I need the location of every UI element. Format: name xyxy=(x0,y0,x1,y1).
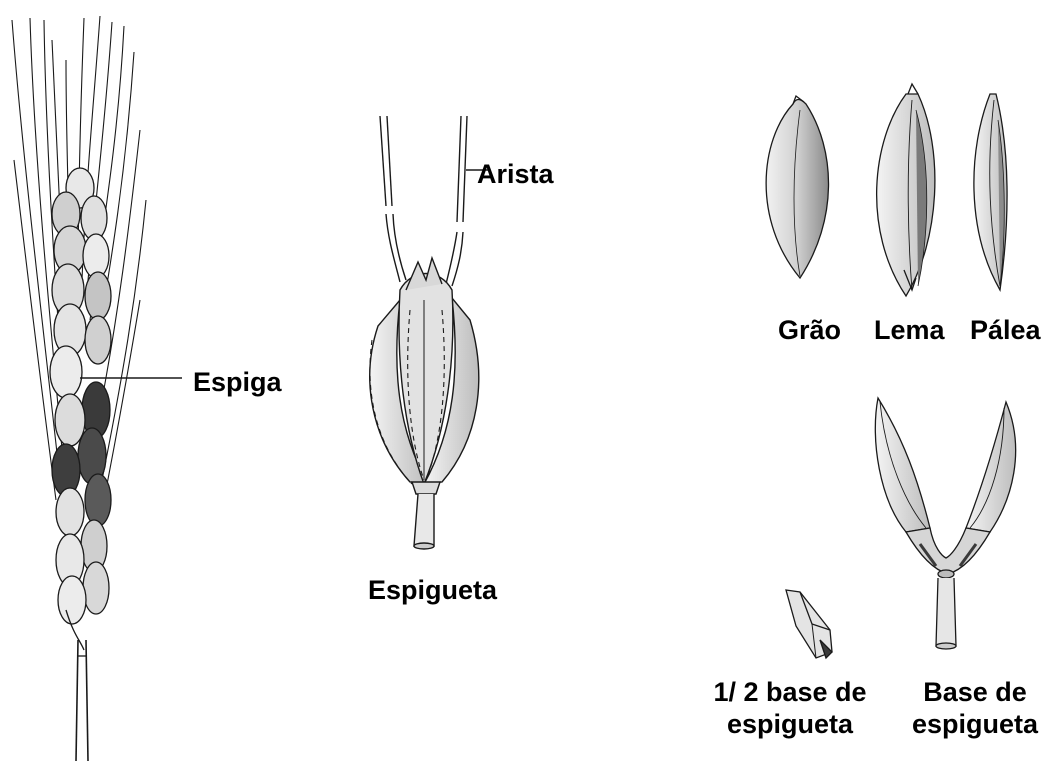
lemma-illustration xyxy=(877,84,935,296)
wheat-ear-illustration xyxy=(12,16,182,761)
label-spikelet-base: Base de espigueta xyxy=(905,676,1045,740)
label-grao: Grão xyxy=(778,314,841,346)
spikelet-base-illustration xyxy=(875,398,1015,649)
label-espigueta: Espigueta xyxy=(368,574,497,606)
label-palea: Pálea xyxy=(970,314,1041,346)
spikelet-base xyxy=(412,482,440,494)
spikelets xyxy=(50,168,111,650)
stem xyxy=(76,640,88,761)
label-arista: Arista xyxy=(477,158,554,190)
label-spikelet-base-line2: espigueta xyxy=(905,708,1045,740)
label-espiga: Espiga xyxy=(193,366,282,398)
grain-illustration xyxy=(766,96,828,278)
spikelet-awns xyxy=(380,116,467,286)
label-half-spikelet-base-line2: espigueta xyxy=(700,708,880,740)
half-spikelet-base-illustration xyxy=(786,590,832,658)
label-half-spikelet-base-line1: 1/ 2 base de xyxy=(700,676,880,708)
palea-illustration xyxy=(974,94,1007,290)
label-half-spikelet-base: 1/ 2 base de espigueta xyxy=(700,676,880,740)
label-spikelet-base-line1: Base de xyxy=(905,676,1045,708)
label-lema: Lema xyxy=(874,314,945,346)
spikelet-illustration xyxy=(370,116,488,549)
